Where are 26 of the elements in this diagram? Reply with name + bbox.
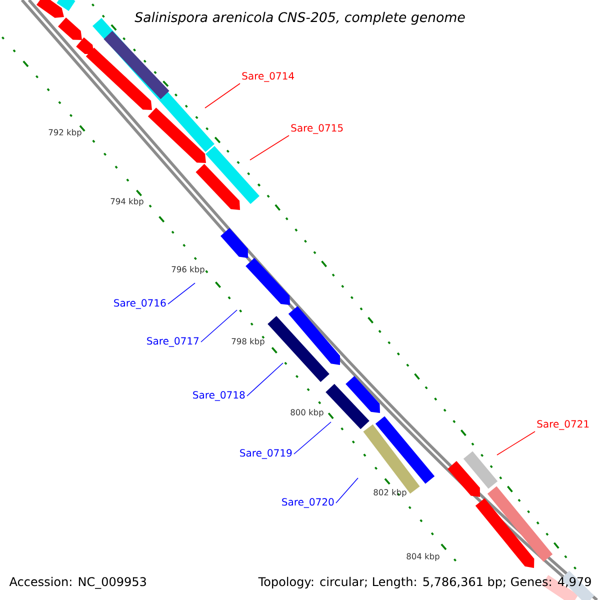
leader-line [200, 310, 238, 342]
leader-line [294, 422, 332, 454]
genome-info-text: Topology: circular; Length: 5,786,361 bp; Genes: 4,979 [258, 576, 591, 588]
tick-label: 792 kbp [48, 129, 82, 137]
gene-label: Sare_0717 [147, 337, 199, 347]
gene-label: Sare_0715 [291, 124, 343, 134]
tick-label: 796 kbp [172, 266, 204, 274]
gene-label: Sare_0720 [282, 498, 334, 508]
leader-line [168, 282, 196, 304]
leader-line [246, 362, 284, 396]
leader-line [496, 431, 536, 456]
tick-label: 804 kbp [406, 553, 440, 561]
tick-label: 802 kbp [374, 489, 406, 497]
tick-label: 794 kbp [110, 198, 144, 206]
leader-line [204, 83, 240, 108]
tick-label: 800 kbp [290, 409, 324, 417]
gene-label: Sare_0716 [114, 299, 166, 309]
gene-label: Sare_0721 [537, 420, 589, 430]
leader-line [250, 135, 290, 160]
gene-label: Sare_0714 [242, 72, 294, 82]
title: Salinispora arenicola CNS-205, complete genome [134, 12, 465, 25]
gene-label: Sare_0718 [193, 391, 245, 401]
leader-line [336, 478, 358, 504]
gene-label: Sare_0719 [240, 449, 292, 459]
tick-label: 798 kbp [232, 338, 264, 346]
accession-text: Accession: NC_009953 [9, 576, 146, 589]
